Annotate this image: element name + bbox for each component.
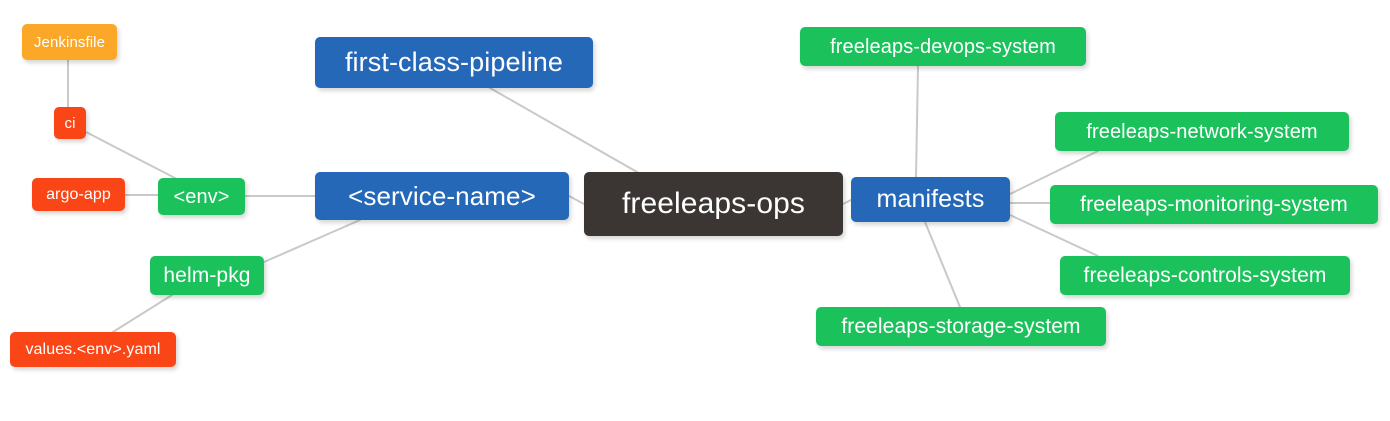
node-label-helm-pkg: helm-pkg bbox=[163, 264, 251, 287]
node-label-env: <env> bbox=[173, 185, 230, 208]
edge-helm-values bbox=[112, 294, 173, 333]
node-label-ci: ci bbox=[64, 114, 76, 132]
node-label-freeleaps-network-system: freeleaps-network-system bbox=[1086, 120, 1318, 143]
node-ci[interactable]: ci bbox=[54, 107, 86, 139]
node-freeleaps-storage-system[interactable]: freeleaps-storage-system bbox=[816, 307, 1106, 346]
edge-env-ci bbox=[85, 131, 176, 179]
node-label-first-class-pipeline: first-class-pipeline bbox=[344, 47, 564, 77]
node-label-values-yaml: values.<env>.yaml bbox=[25, 340, 161, 358]
edge-service-helm bbox=[263, 219, 361, 263]
edge-manifests-devops bbox=[915, 65, 919, 178]
node-label-manifests: manifests bbox=[876, 185, 985, 213]
node-freeleaps-ops[interactable]: freeleaps-ops bbox=[584, 172, 843, 236]
node-label-freeleaps-controls-system: freeleaps-controls-system bbox=[1083, 264, 1327, 287]
node-label-freeleaps-monitoring-system: freeleaps-monitoring-system bbox=[1080, 193, 1348, 216]
node-argo-app[interactable]: argo-app bbox=[32, 178, 125, 211]
node-label-argo-app: argo-app bbox=[46, 185, 111, 203]
node-freeleaps-network-system[interactable]: freeleaps-network-system bbox=[1055, 112, 1349, 151]
node-freeleaps-controls-system[interactable]: freeleaps-controls-system bbox=[1060, 256, 1350, 295]
node-env[interactable]: <env> bbox=[158, 178, 245, 215]
edge-manifests-storage bbox=[924, 221, 961, 308]
edge-ops-pipeline bbox=[489, 87, 638, 173]
node-label-freeleaps-devops-system: freeleaps-devops-system bbox=[830, 35, 1056, 58]
node-service-name[interactable]: <service-name> bbox=[315, 172, 569, 220]
node-label-jenkinsfile: Jenkinsfile bbox=[33, 33, 106, 51]
node-jenkinsfile[interactable]: Jenkinsfile bbox=[22, 24, 117, 60]
node-manifests[interactable]: manifests bbox=[851, 177, 1010, 222]
node-label-freeleaps-ops: freeleaps-ops bbox=[621, 187, 806, 220]
node-label-freeleaps-storage-system: freeleaps-storage-system bbox=[841, 315, 1081, 338]
node-freeleaps-devops-system[interactable]: freeleaps-devops-system bbox=[800, 27, 1086, 66]
node-values-yaml[interactable]: values.<env>.yaml bbox=[10, 332, 176, 367]
node-helm-pkg[interactable]: helm-pkg bbox=[150, 256, 264, 295]
node-first-class-pipeline[interactable]: first-class-pipeline bbox=[315, 37, 593, 88]
node-label-service-name: <service-name> bbox=[348, 181, 536, 211]
edge-ops-manifests bbox=[842, 199, 852, 205]
node-freeleaps-monitoring-system[interactable]: freeleaps-monitoring-system bbox=[1050, 185, 1378, 224]
edge-ops-service bbox=[568, 195, 585, 205]
